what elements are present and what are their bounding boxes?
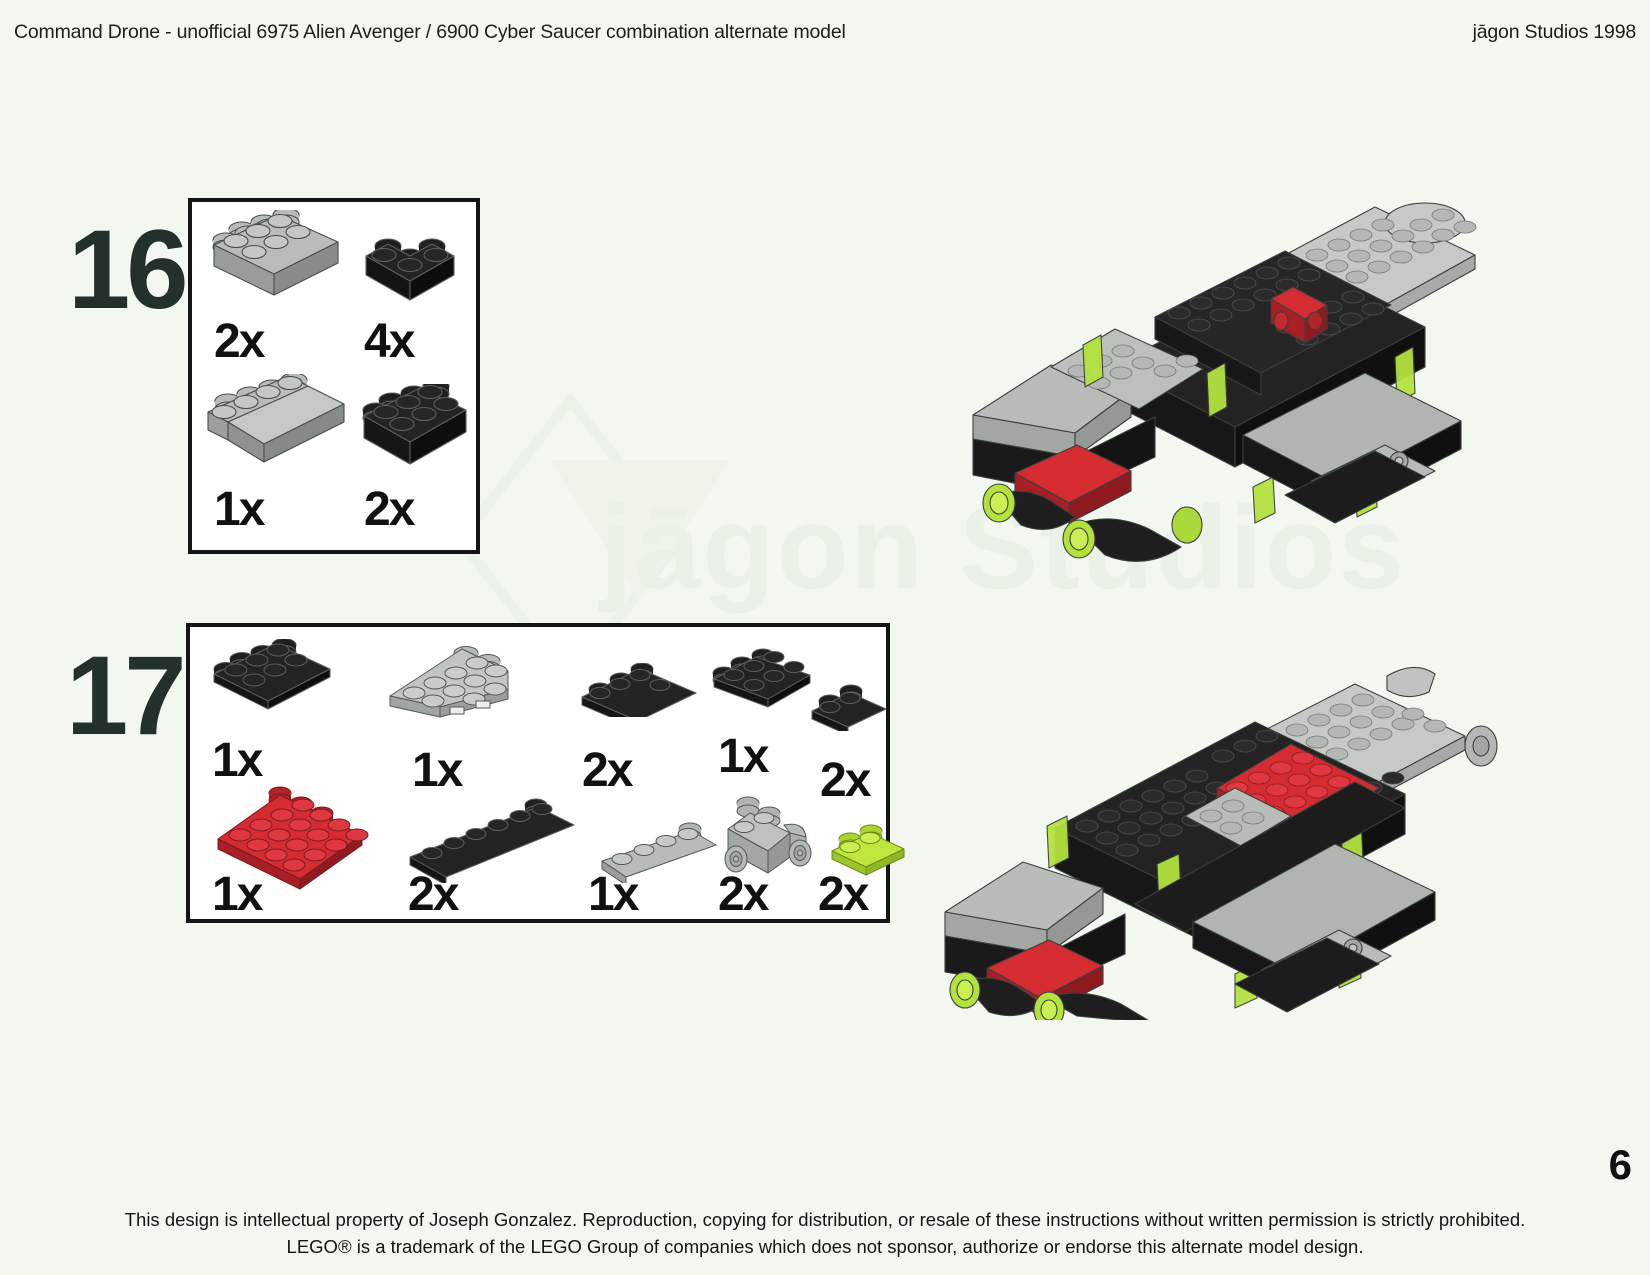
part-engine-brick-gray (714, 791, 824, 900)
qty-brick-2x2-corner-black: 4x (364, 315, 415, 368)
studio-credit: jāgon Studios 1998 (1472, 21, 1637, 43)
footer-line-2: LEGO® is a trademark of the LEGO Group o… (286, 1236, 1364, 1258)
parts-box-step-16: 2x 4x (188, 198, 480, 554)
footer: This design is intellectual property of … (0, 1207, 1650, 1261)
part-plate-2x4-black (208, 638, 336, 716)
qty-brick-2x3-black: 2x (364, 483, 415, 536)
qty-plate-4x4-red: 1x (212, 868, 263, 921)
step-number-16: 16 (68, 207, 189, 332)
qty-plate-1x2-black: 2x (820, 754, 871, 807)
footer-line-1: This design is intellectual property of … (124, 1209, 1526, 1231)
qty-wedge-plate-gray: 1x (412, 744, 463, 797)
part-brick-2x3-black (356, 378, 472, 485)
part-slope-2x4-gray (202, 372, 352, 485)
part-brick-2x2-corner-black (358, 224, 464, 311)
part-plate-1x2-black (806, 683, 892, 736)
qty-plate-2x4-black: 1x (212, 734, 263, 787)
qty-plate-1x2-lime: 2x (818, 868, 869, 921)
part-plate-1x4-black (578, 662, 702, 730)
qty-brick-2x4-gray: 2x (214, 315, 265, 368)
part-plate-1x4-gray (596, 817, 722, 888)
qty-plate-1x4-black: 2x (582, 744, 633, 797)
qty-plate-2x3-black: 1x (718, 730, 769, 783)
qty-engine-brick-gray: 2x (718, 868, 769, 921)
model-illustration-step-16 (955, 195, 1535, 585)
part-plate-1x2-lime (824, 823, 910, 884)
model-illustration-step-17 (935, 630, 1535, 1029)
part-plate-2x3-black (708, 647, 818, 720)
part-plate-4x4-red (210, 783, 370, 896)
qty-slope-2x4-gray: 1x (214, 483, 265, 536)
parts-box-step-17: 1x 1x 2x 1x 2x (186, 623, 905, 923)
page-title: Command Drone - unofficial 6975 Alien Av… (14, 21, 846, 43)
qty-plate-1x4-gray: 1x (588, 868, 639, 921)
part-plate-1x6-black (402, 795, 580, 888)
page-number: 6 (1608, 1141, 1632, 1188)
qty-plate-1x6-black: 2x (408, 868, 459, 921)
part-brick-2x4-gray (206, 207, 346, 307)
step-number-17: 17 (66, 633, 187, 758)
part-wedge-plate-gray (378, 641, 538, 730)
